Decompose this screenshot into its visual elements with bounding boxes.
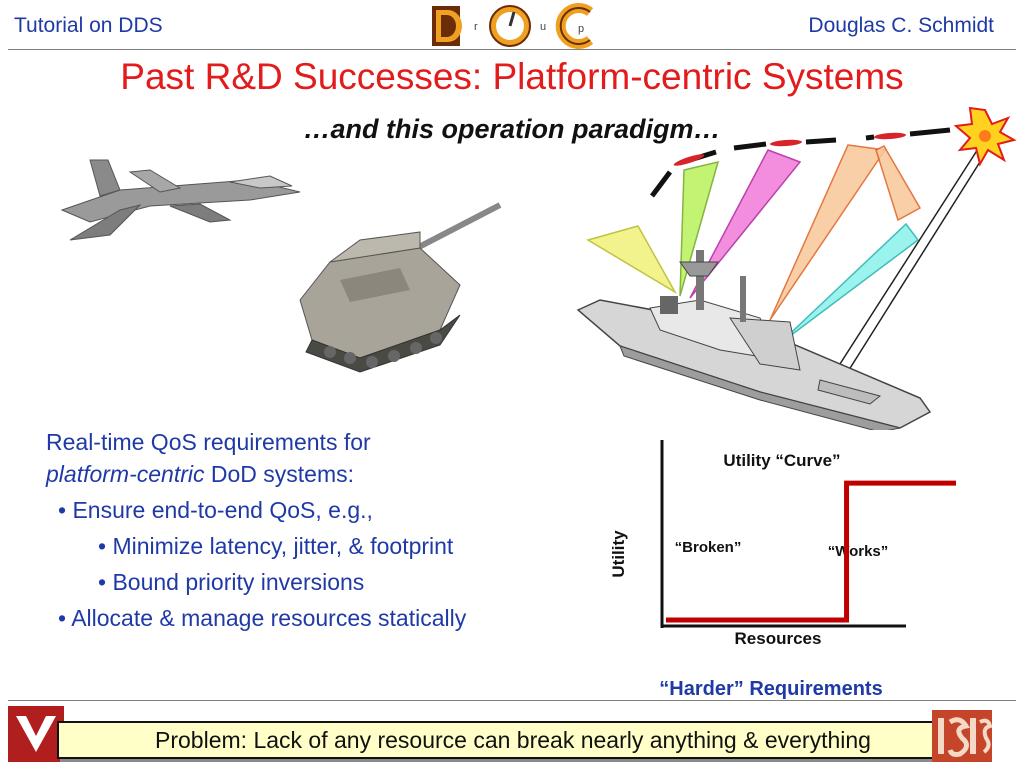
bullet-text: Bound priority inversions: [112, 569, 365, 595]
header-left-text: Tutorial on DDS: [14, 14, 163, 37]
header-right-text: Douglas C. Schmidt: [808, 14, 994, 37]
artillery-tank-image: [299, 202, 502, 373]
page-subtitle: …and this operation paradigm…: [303, 114, 721, 144]
vanderbilt-logo: [8, 706, 64, 762]
explosion-icon: [953, 106, 1017, 167]
bullet-subitem: • Bound priority inversions: [98, 569, 365, 595]
logo-small-u: u: [540, 21, 546, 33]
bullet-text: Allocate & manage resources statically: [71, 605, 467, 631]
fighter-jet-image: [60, 159, 301, 241]
requirements-intro: Real-time QoS requirements for platform-…: [46, 426, 566, 490]
chart-ylabel: Utility: [609, 530, 628, 578]
chart-title: Utility “Curve”: [723, 451, 840, 470]
annotation-broken: “Broken”: [675, 539, 742, 556]
annotation-works: “Works”: [828, 543, 889, 560]
utility-step-line: [666, 480, 956, 623]
intro-italic: platform-centric: [46, 461, 205, 487]
warship-image: [576, 250, 932, 430]
bullet-text: Ensure end-to-end QoS, e.g.,: [72, 497, 373, 523]
footer-divider: [8, 700, 1016, 701]
bullet-item: • Ensure end-to-end QoS, e.g.,: [58, 497, 373, 523]
header-divider: [8, 49, 1016, 50]
utility-series: [666, 480, 956, 623]
logo-small-r: r: [474, 21, 478, 33]
bullet-item: • Allocate & manage resources statically: [58, 605, 467, 631]
requirements-text: Real-time QoS requirements for platform-…: [46, 426, 566, 634]
missiles: [673, 132, 906, 166]
intro-suffix: DoD systems:: [210, 461, 355, 487]
intro-prefix: Real-time QoS requirements for: [46, 429, 371, 455]
doc-group-logo: r u p: [432, 3, 594, 49]
platform-scene: [60, 106, 1017, 430]
isis-logo: [932, 710, 992, 762]
harder-requirements-label: “Harder” Requirements: [659, 678, 883, 700]
bullet-text: Minimize latency, jitter, & footprint: [112, 533, 454, 559]
problem-statement: Problem: Lack of any resource can break …: [57, 721, 969, 759]
bullet-subitem: • Minimize latency, jitter, & footprint: [98, 533, 454, 559]
logo-small-p: p: [578, 23, 584, 35]
page-title: Past R&D Successes: Platform-centric Sys…: [120, 56, 904, 97]
chart-xlabel: Resources: [735, 629, 822, 648]
utility-curve-chart: Utility “Curve” Utility Resources “Broke…: [609, 440, 956, 648]
